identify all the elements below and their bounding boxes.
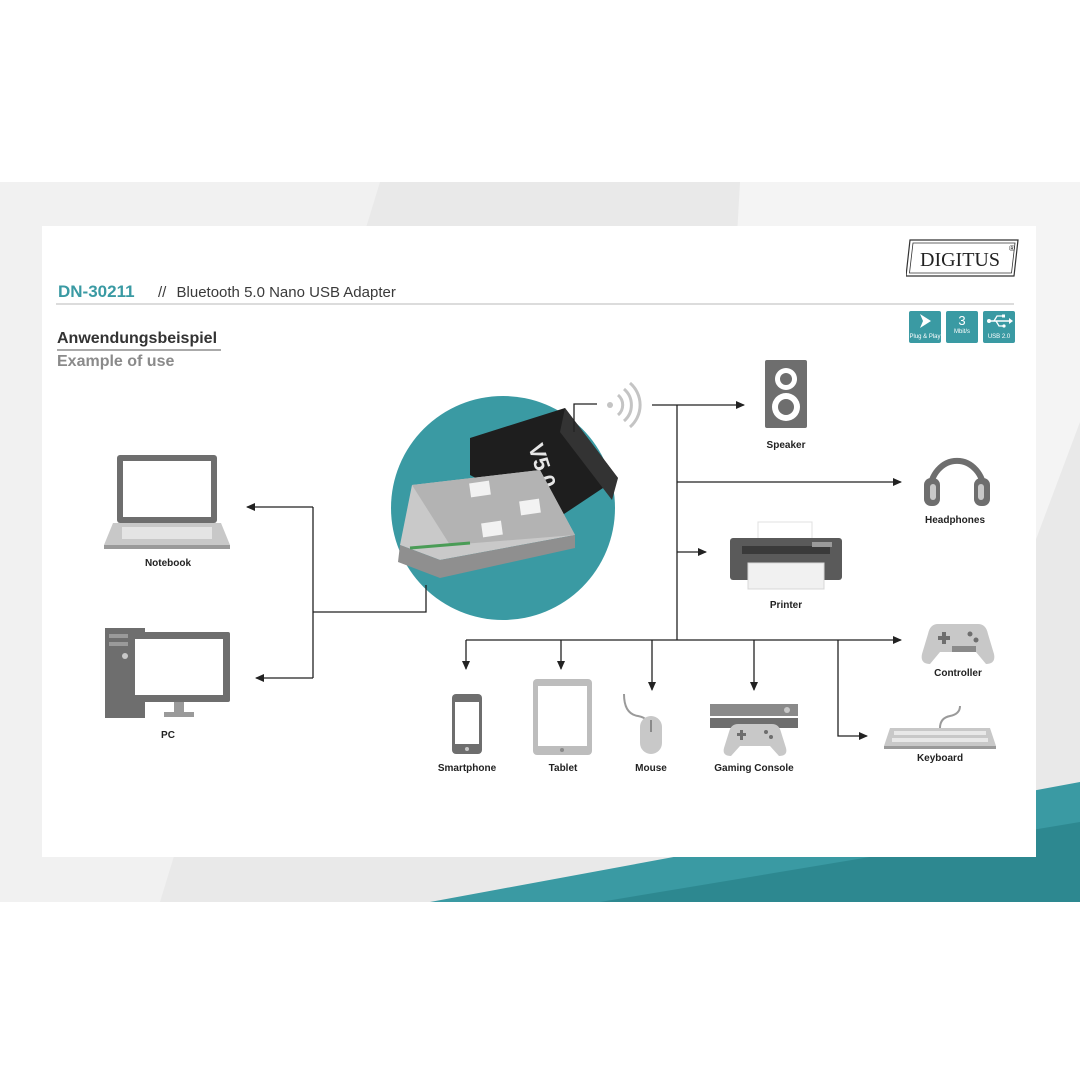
label-controller: Controller	[934, 668, 982, 679]
badge-label: USB 2.0	[987, 334, 1011, 340]
badge-label: Mbit/s	[953, 329, 970, 335]
adapter-graphic: V5.0	[391, 396, 618, 620]
connection-lines	[246, 401, 902, 740]
label-headphones: Headphones	[924, 515, 986, 526]
label-keyboard: Keyboard	[916, 753, 964, 764]
logo-text: DIGITUS	[920, 249, 1000, 271]
controller-icon	[921, 624, 995, 664]
product-name: Bluetooth 5.0 Nano USB Adapter	[176, 284, 396, 301]
label-tablet: Tablet	[548, 763, 578, 774]
usb-badge: USB 2.0	[983, 311, 1015, 343]
printer-icon	[730, 521, 842, 590]
speaker-icon	[765, 360, 807, 428]
section-title-en: Example of use	[57, 353, 175, 370]
keyboard-icon	[884, 705, 996, 749]
usb-icon	[987, 314, 1013, 328]
product-title: // Bluetooth 5.0 Nano USB Adapter	[158, 284, 396, 301]
label-mouse: Mouse	[635, 763, 667, 774]
badge-label: Plug & Play	[909, 334, 941, 340]
label-printer: Printer	[769, 600, 803, 611]
label-gaming-console: Gaming Console	[714, 763, 794, 774]
label-smartphone: Smartphone	[437, 763, 497, 774]
section-title-de: Anwendungsbeispiel	[57, 330, 218, 347]
tablet-icon	[533, 679, 592, 755]
pc-icon	[105, 628, 230, 718]
headphones-icon	[924, 457, 990, 506]
label-speaker: Speaker	[766, 440, 806, 451]
title-separator: //	[158, 284, 167, 301]
badge-value: 3	[958, 313, 966, 328]
label-pc: PC	[161, 730, 175, 741]
registered-mark: ®	[1009, 244, 1015, 253]
plug-and-play-badge: Plug & Play	[909, 311, 941, 343]
notebook-icon	[104, 455, 230, 549]
digitus-logo: DIGITUS ®	[906, 239, 1019, 277]
smartphone-icon	[452, 694, 482, 754]
mouse-icon	[623, 693, 662, 754]
model-number: DN-30211	[58, 282, 135, 301]
gaming-console-icon	[710, 704, 798, 756]
label-notebook: Notebook	[144, 558, 192, 569]
speed-badge: 3 Mbit/s	[946, 311, 978, 343]
wireless-signal-icon	[607, 381, 642, 429]
play-arrow-icon	[920, 314, 931, 328]
